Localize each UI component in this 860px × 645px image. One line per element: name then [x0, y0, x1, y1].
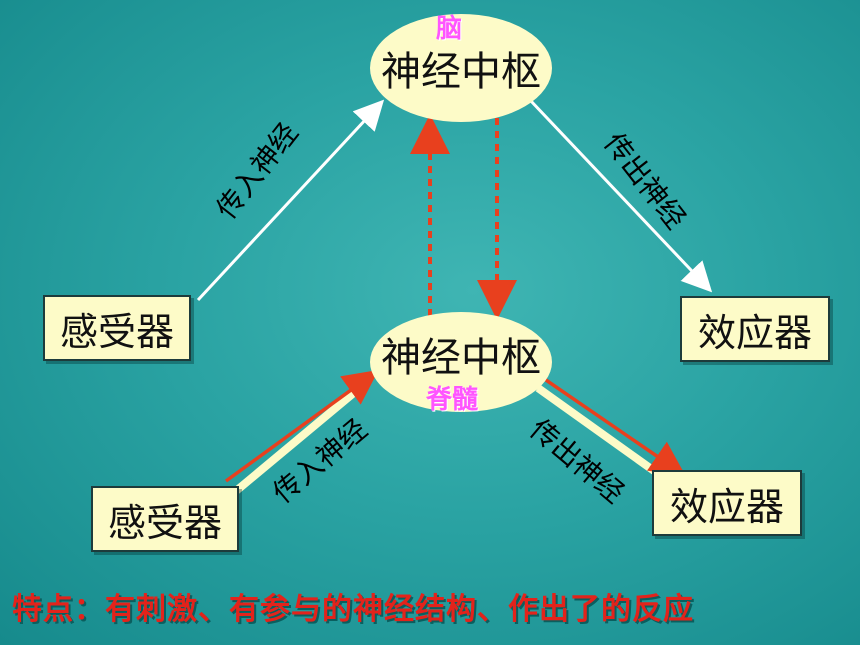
effector-label-top: 效应器: [697, 310, 812, 355]
receptor-label-bottom: 感受器: [107, 500, 222, 545]
afferent-arrow-bottom: [224, 369, 379, 483]
efferent-path-bottom-highlight: [535, 384, 667, 482]
afferent-arrow-top: [196, 99, 385, 302]
brain-label: 脑: [436, 14, 463, 44]
brain-center-node: 神经中枢: [370, 14, 552, 122]
efferent-arrow-top: [528, 98, 713, 293]
brain-center-label: 神经中枢: [381, 49, 541, 95]
spinal-label: 脊髓: [426, 385, 479, 415]
effector-box-top: 效应器: [680, 296, 830, 362]
effector-label-bottom: 效应器: [669, 484, 784, 529]
effector-box-bottom: 效应器: [652, 470, 802, 536]
receptor-box-bottom: 感受器: [91, 486, 239, 552]
spinal-center-node: 神经中枢: [370, 312, 552, 412]
receptor-box-top: 感受器: [43, 295, 191, 361]
efferent-arrow-bottom: [542, 376, 686, 476]
spinal-center-label: 神经中枢: [381, 335, 541, 381]
receptor-label-top: 感受器: [59, 309, 174, 354]
summary-text: 特点：有刺激、有参与的神经结构、作出了的反应: [12, 592, 694, 627]
